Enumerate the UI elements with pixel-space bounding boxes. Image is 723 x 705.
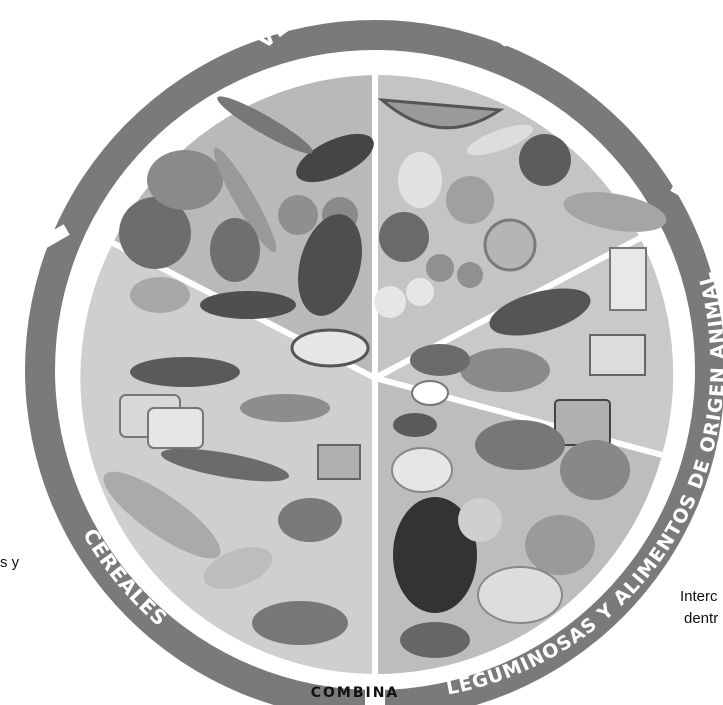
cereal-box-icon: [318, 445, 360, 479]
pinto-beans-icon: [525, 515, 595, 575]
chickpeas-icon: [458, 498, 502, 542]
grapes-icon: [519, 134, 571, 186]
lentils-icon: [560, 440, 630, 500]
center-label: COMBINA: [311, 685, 400, 701]
peanuts-icon: [393, 413, 437, 437]
rice-bowl-icon: [200, 291, 296, 319]
cheese-icon: [590, 335, 645, 375]
kidney-beans-icon: [475, 420, 565, 470]
pasta-shapes-icon: [278, 498, 342, 542]
sweet-potato-icon: [252, 601, 348, 645]
chicken-leg-icon: [410, 344, 470, 376]
guava-icon: [457, 262, 483, 288]
egg-icon: [412, 381, 448, 405]
guava-icon: [426, 254, 454, 282]
orange-icon: [446, 176, 494, 224]
pasta-plate-icon: [130, 357, 240, 387]
potato-icon: [130, 277, 190, 313]
mango-icon: [398, 152, 442, 208]
fava-beans-icon: [478, 567, 562, 623]
side-text-right-1: Interc: [680, 586, 718, 608]
side-text-left: s y: [0, 552, 19, 574]
bread-icon: [148, 408, 203, 448]
squash-icon: [278, 195, 318, 235]
lettuce-icon: [147, 150, 223, 210]
onion-icon: [406, 278, 434, 306]
onion-icon: [374, 286, 406, 318]
orange-slice-icon: [485, 220, 535, 270]
fish-icon: [460, 348, 550, 392]
white-beans-icon: [392, 448, 452, 492]
milk-glass-icon: [610, 248, 646, 310]
mixed-beans-icon: [400, 622, 470, 658]
apple-icon: [379, 212, 429, 262]
greens-icon: [210, 218, 260, 282]
soup-bowl-icon: [292, 330, 368, 366]
side-text-right-2: dentr: [684, 608, 718, 630]
tortillas-icon: [240, 394, 330, 422]
